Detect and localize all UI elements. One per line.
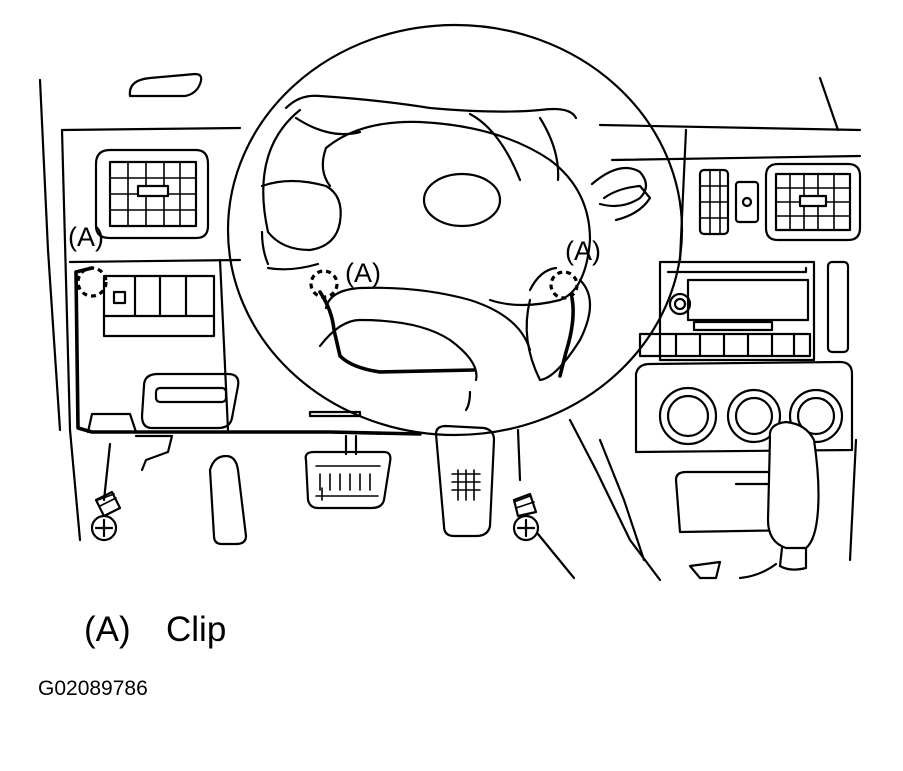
wiper-stalk — [602, 184, 652, 222]
column-shroud — [568, 418, 662, 582]
dead-pedal — [208, 454, 248, 546]
dash-top-right — [598, 123, 862, 132]
dash-panel-line — [68, 258, 242, 264]
clip-marker — [76, 266, 108, 298]
left-switch-panel — [102, 274, 216, 338]
audio-unit — [638, 260, 850, 362]
figure-id: G02089786 — [38, 677, 148, 700]
legend-text: Clip — [166, 610, 227, 649]
cluster-hood — [284, 94, 578, 120]
screw-icon — [90, 490, 122, 542]
cluster-hood-right — [538, 116, 560, 182]
harness-lower — [74, 266, 422, 436]
left-air-vent — [94, 148, 210, 240]
console-right-edge — [848, 438, 858, 562]
callout-label: (A) — [565, 236, 601, 266]
callout-label: (A) — [345, 258, 381, 288]
gauge-arc — [468, 112, 522, 182]
a-pillar-left — [38, 78, 62, 432]
clip-marker — [549, 270, 579, 300]
legend: (A) Clip — [84, 610, 226, 650]
screw-guide-right — [516, 428, 522, 482]
screw-guide-left — [102, 442, 112, 502]
clip-marker — [309, 269, 339, 299]
console-side — [598, 438, 646, 562]
accelerator-pedal — [434, 424, 496, 538]
defrost-vent — [128, 72, 203, 98]
a-pillar-right — [818, 76, 840, 132]
cluster-hood-inner — [294, 116, 362, 136]
legend-code: (A) — [84, 610, 131, 649]
center-panel-top — [610, 154, 862, 162]
gear-shift-knob — [738, 420, 820, 580]
steering-wheel — [226, 23, 684, 437]
center-panel-left — [678, 128, 688, 262]
brake-pedal — [304, 410, 392, 510]
lower-slot — [140, 372, 240, 430]
right-air-vent — [764, 162, 862, 242]
center-air-vent — [698, 168, 760, 236]
knee-panel-edge — [218, 258, 230, 432]
harness-wheel-right — [558, 296, 575, 378]
dash-top-left — [60, 126, 242, 132]
harness-bracket — [86, 412, 138, 434]
harness-wheel-left — [318, 290, 476, 374]
callout-label: (A) — [68, 222, 104, 252]
screw-icon — [512, 492, 576, 580]
dash-left-edge — [60, 128, 82, 542]
climate-knobs — [634, 360, 854, 454]
lower-trim — [134, 434, 174, 472]
